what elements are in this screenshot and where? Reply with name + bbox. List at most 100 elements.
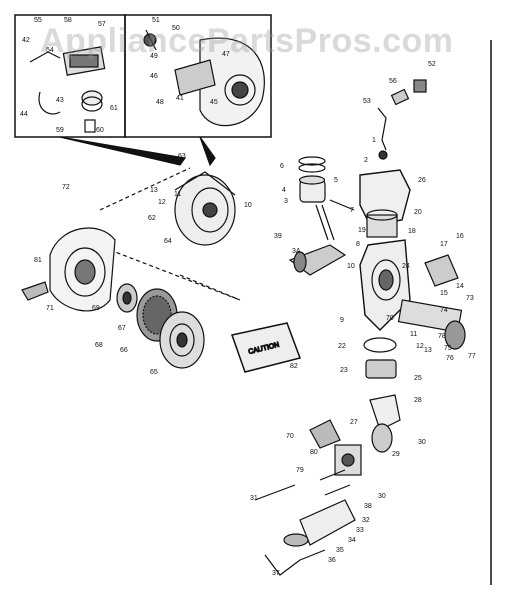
callout-35: 35 <box>336 547 344 554</box>
inset-pointer-left <box>59 136 187 166</box>
gasket-22 <box>363 337 397 353</box>
callout-70: 70 <box>386 315 394 322</box>
callout-38: 38 <box>364 503 372 510</box>
callout-64: 64 <box>164 238 172 245</box>
callout-25: 25 <box>414 375 422 382</box>
callout-43: 43 <box>56 97 64 104</box>
carb-screws <box>299 469 351 561</box>
crankcase <box>359 209 411 331</box>
callout-77: 77 <box>468 353 476 360</box>
callout-1: 1 <box>372 137 376 144</box>
callout-69: 69 <box>92 305 100 312</box>
callout-68: 68 <box>95 342 103 349</box>
callout-74: 74 <box>440 307 448 314</box>
callout-18: 18 <box>408 228 416 235</box>
callout-24: 24 <box>402 263 410 270</box>
callout-30: 30 <box>418 439 426 446</box>
callout-3: 3 <box>284 198 288 205</box>
callout-45: 45 <box>210 99 218 106</box>
callout-73: 73 <box>466 295 474 302</box>
callout-42: 42 <box>22 37 30 44</box>
callout-39: 39 <box>274 233 282 240</box>
callout-63: 63 <box>178 153 186 160</box>
callout-32: 32 <box>362 517 370 524</box>
inset-panels <box>14 14 272 138</box>
callout-3A: 3A <box>292 248 301 255</box>
callout-17: 17 <box>440 241 448 248</box>
callout-70: 70 <box>286 433 294 440</box>
callout-72: 72 <box>62 184 70 191</box>
callout-22: 22 <box>338 343 346 350</box>
callout-51: 51 <box>152 17 160 24</box>
callout-58: 58 <box>64 17 72 24</box>
callout-37: 37 <box>272 570 280 577</box>
callout-26: 26 <box>418 177 426 184</box>
callout-81: 81 <box>34 257 42 264</box>
starter-pulley <box>116 283 205 369</box>
callout-7: 7 <box>350 207 354 214</box>
callout-47: 47 <box>222 51 230 58</box>
callout-20: 20 <box>414 209 422 216</box>
callout-65: 65 <box>150 369 158 376</box>
callout-13: 13 <box>424 347 432 354</box>
callout-30: 30 <box>378 493 386 500</box>
callout-60: 60 <box>96 127 104 134</box>
callout-46: 46 <box>150 73 158 80</box>
callout-71: 71 <box>46 305 54 312</box>
callout-75: 75 <box>444 345 452 352</box>
callout-15: 15 <box>440 290 448 297</box>
callout-62: 62 <box>148 215 156 222</box>
dashed-guide <box>99 167 241 301</box>
callout-61: 61 <box>110 105 118 112</box>
callout-9: 9 <box>340 317 344 324</box>
callout-23: 23 <box>340 367 348 374</box>
inset-pointer-right <box>199 136 216 167</box>
callout-57: 57 <box>98 21 106 28</box>
callout-4: 4 <box>282 187 286 194</box>
callout-54: 54 <box>46 47 54 54</box>
callout-66: 66 <box>120 347 128 354</box>
callout-6: 6 <box>280 163 284 170</box>
callout-12: 12 <box>158 199 166 206</box>
callout-19: 19 <box>358 227 366 234</box>
callout-82: 82 <box>290 363 298 370</box>
callout-56: 56 <box>389 78 397 85</box>
callout-8: 8 <box>356 241 360 248</box>
callout-52: 52 <box>428 61 436 68</box>
callout-10: 10 <box>244 202 252 209</box>
callout-79: 79 <box>296 467 304 474</box>
callout-41: 41 <box>176 95 184 102</box>
callout-67: 67 <box>118 325 126 332</box>
callout-11: 11 <box>174 191 181 198</box>
callout-33: 33 <box>356 527 364 534</box>
callout-5: 5 <box>334 177 338 184</box>
callout-59: 59 <box>56 127 64 134</box>
carburetor <box>254 394 401 576</box>
callout-28: 28 <box>414 397 422 404</box>
piston-assembly <box>298 156 355 241</box>
callout-36: 36 <box>328 557 336 564</box>
callout-13: 13 <box>150 187 158 194</box>
callout-27: 27 <box>350 419 358 426</box>
callout-53: 53 <box>363 98 371 105</box>
callout-2: 2 <box>364 157 368 164</box>
callout-14: 14 <box>456 283 464 290</box>
caution-card: CAUTION <box>231 322 301 373</box>
callout-78: 78 <box>438 333 446 340</box>
callout-49: 49 <box>150 53 158 60</box>
adapter-23 <box>365 359 397 379</box>
callout-11: 11 <box>410 331 417 338</box>
callout-31: 31 <box>250 495 258 502</box>
callout-12: 12 <box>416 343 424 350</box>
callout-48: 48 <box>156 99 164 106</box>
callout-16: 16 <box>456 233 464 240</box>
flywheel <box>174 171 236 246</box>
callout-55: 55 <box>34 17 42 24</box>
reed-valve <box>397 254 466 350</box>
callout-10: 10 <box>347 263 355 270</box>
callout-29: 29 <box>392 451 400 458</box>
callout-44: 44 <box>20 111 28 118</box>
